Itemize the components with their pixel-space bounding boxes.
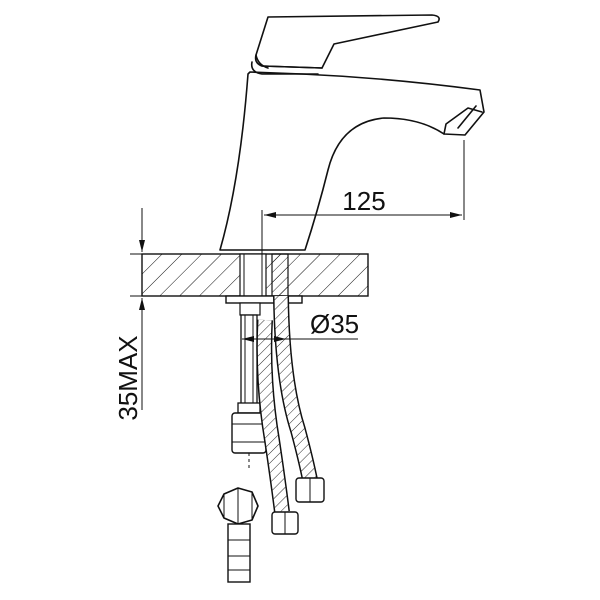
dimension-label-35max: 35MAX [113,335,143,420]
faucet-body [219,71,485,251]
faucet-handle [250,14,440,75]
dimension-hole-diameter: Ø35 [242,309,359,342]
dimension-spout-reach: 125 [261,140,465,254]
dimension-countertop-max: 35MAX [113,208,150,421]
countertop-section [141,253,369,297]
flexible-hose-left [256,319,299,535]
dimension-label-diameter: Ø35 [310,309,359,339]
dimension-label-125: 125 [342,186,385,216]
mounting-nut [225,295,303,316]
inlet-fitting [217,487,259,583]
flexible-hose-right [273,295,325,503]
